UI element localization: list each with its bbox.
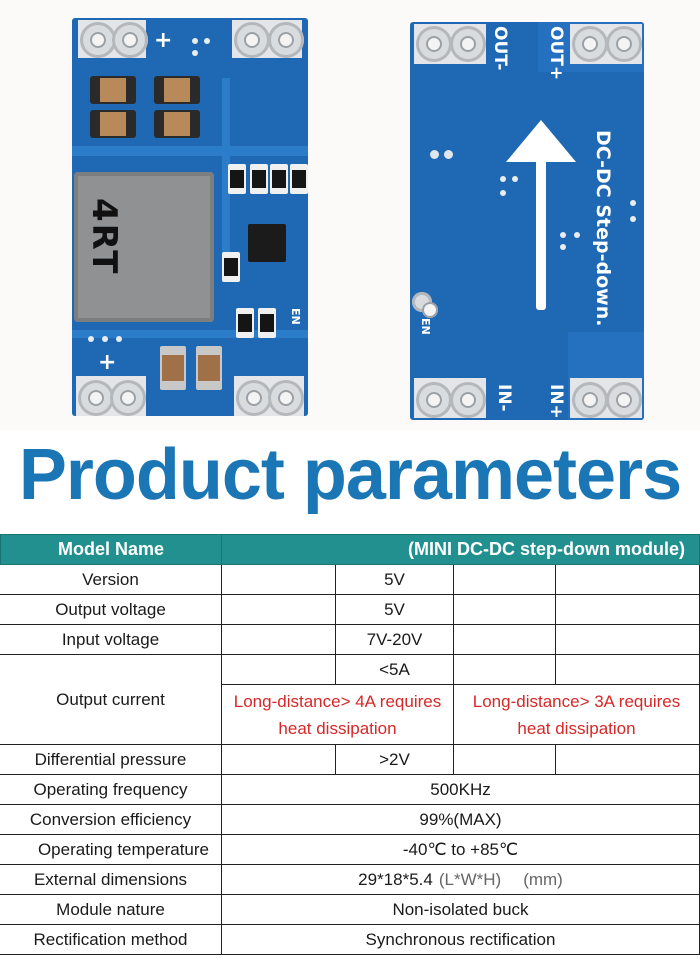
version-value: 5V xyxy=(336,565,454,595)
table-row: Operating temperature -40℃ to +85℃ xyxy=(0,835,700,865)
external-dimensions-label: External dimensions xyxy=(0,865,222,895)
board-title: DC-DC Step-down. xyxy=(592,130,614,327)
module-nature-value: Non-isolated buck xyxy=(222,895,700,925)
rectification-method-value: Synchronous rectification xyxy=(222,925,700,955)
out-minus-label: OUT- xyxy=(490,26,510,71)
out-plus-label: OUT+ xyxy=(546,26,566,81)
table-row: Rectification method Synchronous rectifi… xyxy=(0,925,700,955)
module-nature-label: Module nature xyxy=(0,895,222,925)
table-row: Module nature Non-isolated buck xyxy=(0,895,700,925)
operating-temperature-label: Operating temperature xyxy=(0,835,222,865)
table-row: Differential pressure >2V xyxy=(0,745,700,775)
table-row: Output current <5A Long-distance> 4A req… xyxy=(0,655,700,745)
in-plus-label: IN+ xyxy=(546,384,566,419)
output-current-label: Output current xyxy=(0,655,222,745)
table-row: Conversion efficiency 99%(MAX) xyxy=(0,805,700,835)
operating-temperature-value: -40℃ to +85℃ xyxy=(222,835,700,865)
input-voltage-label: Input voltage xyxy=(0,625,222,655)
table-row: External dimensions 29*18*5.4 (L*W*H) (m… xyxy=(0,865,700,895)
dimensions-unit: (mm) xyxy=(523,869,563,889)
model-name-label: Model Name xyxy=(0,535,222,565)
dimensions-detail: (L*W*H) xyxy=(438,869,502,889)
parameter-table: Model Name (MINI DC-DC step-down module)… xyxy=(0,534,700,955)
external-dimensions-value: 29*18*5.4 (L*W*H) (mm) xyxy=(222,865,700,895)
operating-frequency-value: 500KHz xyxy=(222,775,700,805)
output-current-note-right: Long-distance> 3A requires heat dissipat… xyxy=(454,685,700,745)
pcb-back: OUT- OUT+ DC-DC Step-down. EN IN- IN+ xyxy=(410,22,644,420)
in-minus-label: IN- xyxy=(494,384,514,412)
front-plus-top: + xyxy=(154,28,173,53)
input-voltage-value: 7V-20V xyxy=(336,625,454,655)
differential-pressure-label: Differential pressure xyxy=(0,745,222,775)
back-en-label: EN xyxy=(419,318,432,335)
conversion-efficiency-value: 99%(MAX) xyxy=(222,805,700,835)
regulator-chip xyxy=(248,224,286,262)
dimensions-value: 29*18*5.4 xyxy=(358,869,433,889)
table-row: Version 5V xyxy=(0,565,700,595)
pcb-front: + 4RT EN + xyxy=(72,18,308,416)
product-photo: + 4RT EN + xyxy=(0,0,700,430)
output-current-value: <5A xyxy=(336,655,454,685)
table-header-row: Model Name (MINI DC-DC step-down module) xyxy=(0,535,700,565)
page-title: Product parameters xyxy=(18,435,682,515)
inductor xyxy=(74,172,214,322)
output-current-note-left: Long-distance> 4A requires heat dissipat… xyxy=(222,685,454,745)
output-voltage-label: Output voltage xyxy=(0,595,222,625)
front-en-label: EN xyxy=(289,308,302,325)
table-row: Output voltage 5V xyxy=(0,595,700,625)
table-row: Input voltage 7V-20V xyxy=(0,625,700,655)
output-voltage-value: 5V xyxy=(336,595,454,625)
model-name-value: (MINI DC-DC step-down module) xyxy=(222,535,700,565)
inductor-marking: 4RT xyxy=(84,198,124,276)
operating-frequency-label: Operating frequency xyxy=(0,775,222,805)
version-label: Version xyxy=(0,565,222,595)
differential-pressure-value: >2V xyxy=(336,745,454,775)
rectification-method-label: Rectification method xyxy=(0,925,222,955)
conversion-efficiency-label: Conversion efficiency xyxy=(0,805,222,835)
table-row: Operating frequency 500KHz xyxy=(0,775,700,805)
front-plus-left: + xyxy=(98,350,117,375)
